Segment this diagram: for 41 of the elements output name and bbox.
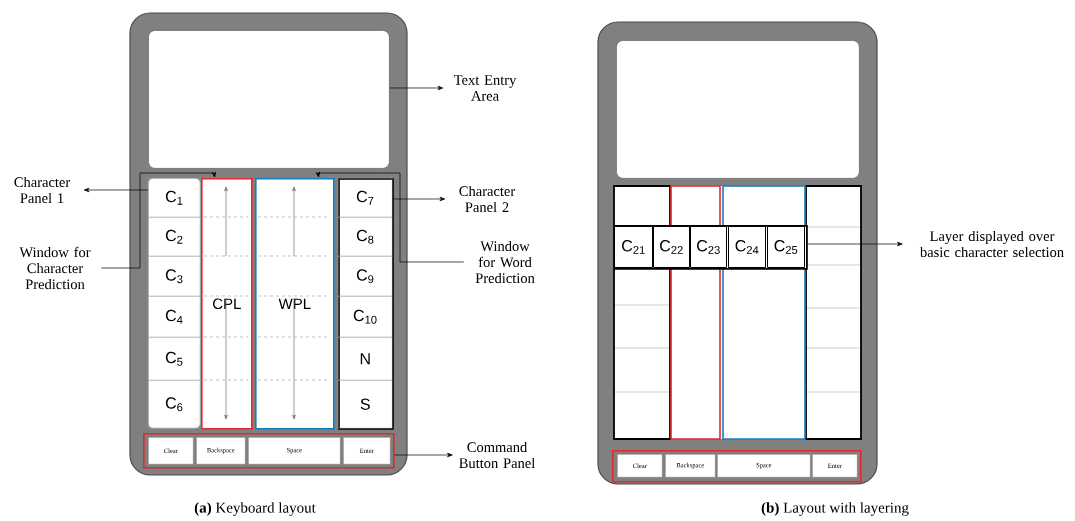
callout-text: Window for Character Prediction [19, 246, 91, 290]
key: C$_{2}$ [148, 217, 201, 257]
arrow [100, 171, 217, 269]
callout-text: Text Entry Area [453, 75, 517, 101]
key-column [338, 178, 394, 430]
key: C$_{10}$ [338, 296, 393, 338]
key: C$_{8}$ [338, 217, 393, 257]
button-panel [612, 450, 862, 483]
arrow [389, 85, 444, 91]
arrow [394, 452, 453, 458]
key: N [338, 337, 393, 381]
callout-text: Command Button Panel [459, 441, 535, 469]
callout-text: Window for Word Prediction [475, 240, 535, 284]
arrow [807, 241, 903, 247]
callout-text: Layer displayed over basic character selection [919, 230, 1064, 258]
key: S [338, 380, 393, 429]
prediction-window: CPL [201, 178, 253, 430]
callout-text: Character Panel 1 [14, 176, 71, 204]
key: C$_{5}$ [148, 337, 201, 381]
key: C$_{3}$ [148, 256, 201, 297]
key: C$_{24}$ [728, 226, 766, 268]
prediction-window: WPL [255, 178, 335, 430]
key: C$_{22}$ [653, 226, 690, 268]
key: C$_{23}$ [690, 226, 727, 268]
key: C$_{21}$ [614, 226, 653, 268]
key: C$_{4}$ [148, 296, 201, 338]
key: C$_{9}$ [338, 256, 393, 297]
key-column [148, 178, 201, 429]
button-panel [143, 433, 395, 469]
arrow [83, 187, 149, 193]
key: C$_{7}$ [338, 178, 393, 218]
text-entry-screen [148, 30, 390, 169]
key: C$_{25}$ [767, 226, 805, 268]
key: C$_{6}$ [148, 380, 201, 429]
caption: (b) Layout with layering [761, 502, 909, 516]
text-entry-screen [616, 40, 860, 179]
key: C$_{1}$ [148, 178, 201, 218]
callout-text: Character Panel 2 [459, 185, 516, 213]
arrow [393, 196, 446, 202]
caption: (a) Keyboard layout [194, 502, 316, 516]
arrow [315, 171, 465, 263]
